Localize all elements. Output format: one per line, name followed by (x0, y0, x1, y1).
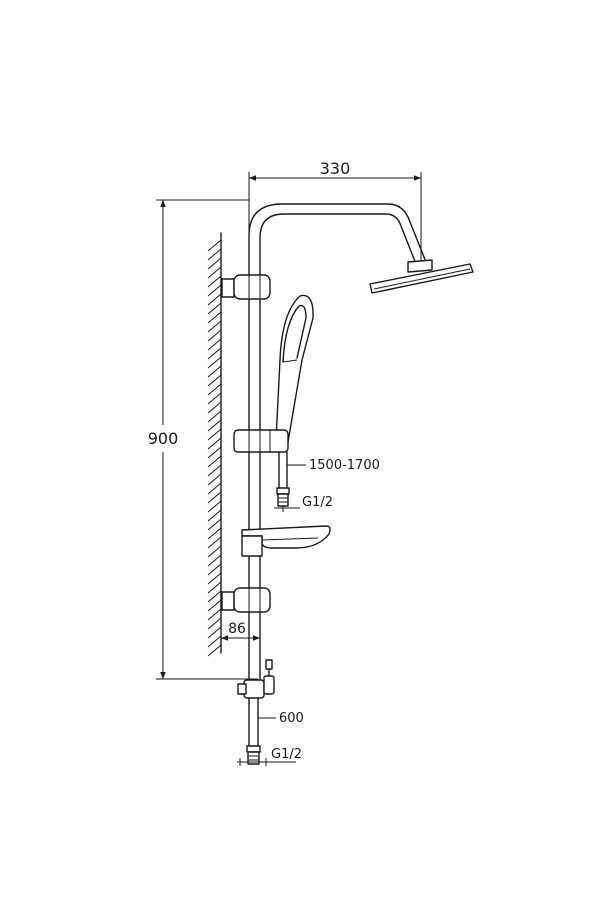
wall-hatch-line (207, 455, 222, 468)
wall-hatch-line (207, 266, 222, 279)
wall-hatch-line (207, 419, 222, 432)
wall-hatch-line (207, 572, 222, 585)
wall-hatch-line (207, 626, 222, 639)
wall-hatch-line (207, 617, 222, 630)
callout-inlet-hose: 600 (258, 711, 304, 726)
wall-hatch-line (207, 608, 222, 621)
arm-width-label: 330 (320, 159, 351, 178)
hose (276, 451, 290, 507)
wall-hatch-line (207, 392, 222, 405)
overhead-arm (248, 203, 427, 277)
wall-hatch-line (207, 581, 222, 594)
wall-hatch-line (207, 329, 222, 342)
wall-hatch-line (207, 311, 222, 324)
wall-hatch-line (207, 410, 222, 423)
diverter-valve (237, 659, 275, 699)
wall-hatch-line (207, 320, 222, 333)
wall-hatch-line (207, 518, 222, 531)
bottom-wall-bracket (221, 587, 271, 613)
wall-hatch-line (207, 293, 222, 306)
wall-hatch-line (207, 644, 222, 657)
callout-inlet-thread: G1/2 (237, 747, 302, 766)
wall-hatch-line (207, 554, 222, 567)
inlet-hose-length-label: 600 (279, 711, 304, 726)
wall-hatch-line (207, 545, 222, 558)
hose-thread-label: G1/2 (302, 495, 333, 510)
top-wall-bracket (221, 274, 271, 300)
rain-shower-head (369, 259, 474, 294)
wall-hatch-line (207, 239, 222, 252)
wall-hatch-line (207, 374, 222, 387)
riser-rail (248, 275, 261, 681)
hose-length-label: 1500-1700 (309, 458, 380, 473)
wall-hatch-line (207, 500, 222, 513)
wall-hatch-line (207, 446, 222, 459)
wall-hatch-line (207, 635, 222, 648)
wall-hatch-line (207, 257, 222, 270)
wall (207, 232, 222, 657)
wall-hatch-line (207, 563, 222, 576)
wall-hatch-line (207, 464, 222, 477)
wall-hatch-line (207, 527, 222, 540)
wall-hatch-line (207, 590, 222, 603)
wall-hatch-line (207, 338, 222, 351)
wall-hatch-line (207, 491, 222, 504)
wall-hatch-line (207, 437, 222, 450)
callout-hose-length: 1500-1700 (287, 458, 380, 473)
dimension-total-height: 900 (148, 199, 258, 680)
hand-shower (275, 294, 314, 443)
wall-hatch-line (207, 473, 222, 486)
wall-hatch-line (207, 347, 222, 360)
wall-hatch-line (207, 482, 222, 495)
wall-offset-label: 86 (228, 621, 246, 637)
inlet-pipe (246, 697, 261, 765)
wall-hatch-line (207, 599, 222, 612)
inlet-thread-label: G1/2 (271, 747, 302, 762)
wall-hatch-line (207, 248, 222, 261)
wall-hatch-line (207, 383, 222, 396)
total-height-label: 900 (148, 429, 179, 448)
soap-dish (241, 525, 331, 557)
callout-hose-thread: G1/2 (274, 495, 333, 512)
dimension-arm-width: 330 (248, 159, 422, 276)
wall-hatch-line (207, 302, 222, 315)
dimension-wall-offset: 86 (220, 612, 261, 644)
wall-hatch-line (207, 401, 222, 414)
wall-hatch-line (207, 428, 222, 441)
hand-shower-slider (233, 429, 289, 453)
wall-hatch-line (207, 284, 222, 297)
wall-hatch-line (207, 509, 222, 522)
wall-hatch-line (207, 275, 222, 288)
wall-hatch-line (207, 356, 222, 369)
wall-hatch-line (207, 365, 222, 378)
wall-hatch-line (207, 536, 222, 549)
